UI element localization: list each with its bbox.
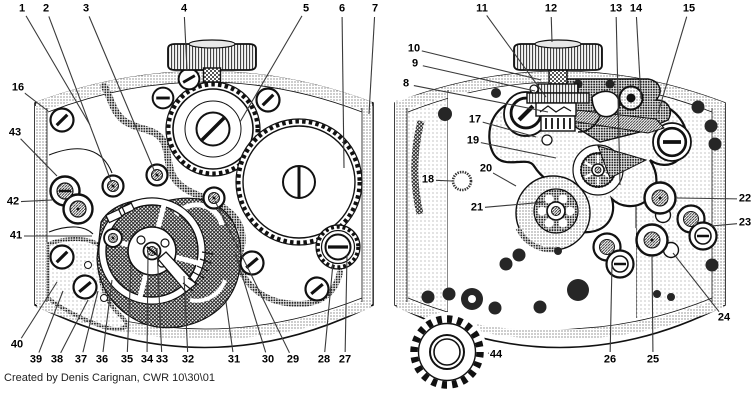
- callout-22: 22: [737, 192, 753, 205]
- callout-2: 2: [41, 2, 51, 15]
- callout-33: 33: [154, 353, 170, 366]
- jewel-setting-25: [635, 223, 669, 257]
- callout-9: 9: [410, 57, 420, 70]
- callout-25: 25: [645, 353, 661, 366]
- callout-36: 36: [94, 353, 110, 366]
- winding-stem-left: [202, 67, 222, 83]
- callout-7: 7: [370, 2, 380, 15]
- callout-14: 14: [628, 2, 644, 15]
- callout-13: 13: [608, 2, 624, 15]
- callout-6: 6: [337, 2, 347, 15]
- callout-5: 5: [301, 2, 311, 15]
- train-jewel: [101, 174, 125, 198]
- callout-27: 27: [337, 353, 353, 366]
- credit-text: Created by Denis Carignan, CWR 10\30\01: [4, 372, 215, 384]
- balance-wheel-rim: [99, 198, 205, 304]
- callout-11: 11: [475, 2, 489, 15]
- callout-16: 16: [10, 81, 26, 94]
- callout-42: 42: [5, 195, 21, 208]
- jewel-setting-22: [643, 181, 677, 215]
- callout-23: 23: [737, 216, 753, 229]
- callout-4: 4: [179, 2, 189, 15]
- regulator-index-comb: [182, 251, 214, 292]
- callout-10: 10: [406, 42, 422, 55]
- callout-30: 30: [260, 353, 276, 366]
- callout-31: 31: [226, 353, 242, 366]
- callout-38: 38: [49, 353, 65, 366]
- callout-24: 24: [716, 311, 732, 324]
- callout-17: 17: [467, 113, 483, 126]
- callout-28: 28: [316, 353, 332, 366]
- curved-slot: [411, 120, 425, 215]
- crown-wheel: [315, 224, 361, 270]
- callout-32: 32: [180, 353, 196, 366]
- callout-37: 37: [73, 353, 89, 366]
- jewel-setting-23: [676, 204, 718, 251]
- callout-15: 15: [681, 2, 697, 15]
- winding-crown-right: [513, 39, 603, 71]
- callout-41: 41: [8, 229, 24, 242]
- train-jewel: [145, 163, 169, 187]
- callout-39: 39: [28, 353, 44, 366]
- callout-43: 43: [7, 126, 23, 139]
- callout-29: 29: [285, 353, 301, 366]
- jewel-setting-26: [592, 232, 635, 279]
- center-wheel-jewel: [202, 186, 226, 210]
- callout-3: 3: [81, 2, 91, 15]
- callout-19: 19: [465, 134, 481, 147]
- callout-40: 40: [9, 338, 25, 351]
- callout-21: 21: [469, 201, 485, 214]
- loose-gear: [407, 312, 487, 392]
- callout-34: 34: [139, 353, 155, 366]
- jewel-setting-42: [49, 175, 94, 225]
- callout-8: 8: [401, 77, 411, 90]
- callout-12: 12: [543, 2, 559, 15]
- left-movement-plate: [34, 39, 374, 349]
- callout-18: 18: [420, 173, 436, 186]
- yoke: [591, 90, 621, 118]
- winding-crown-left: [167, 39, 257, 71]
- motion-works: [515, 144, 648, 253]
- balance-assembly: [96, 197, 242, 329]
- plate-hole-18: [451, 170, 473, 192]
- callout-44: 44: [488, 348, 504, 361]
- right-movement-plate: [394, 39, 726, 349]
- callout-35: 35: [119, 353, 135, 366]
- callout-1: 1: [17, 2, 27, 15]
- callout-20: 20: [478, 162, 494, 175]
- callout-26: 26: [602, 353, 618, 366]
